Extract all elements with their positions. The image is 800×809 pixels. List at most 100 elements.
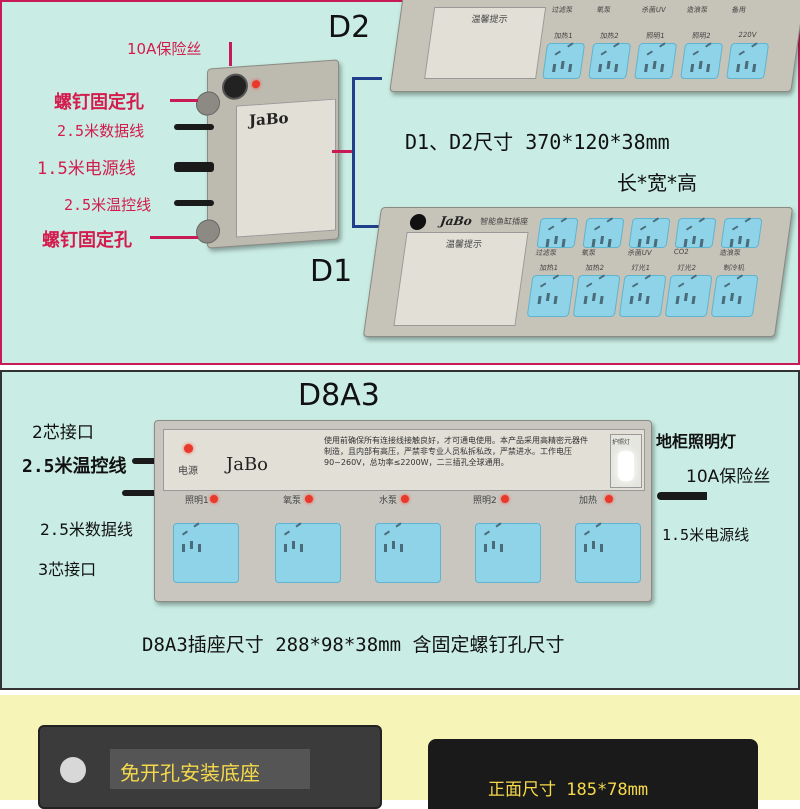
d1-brand: JaBo (439, 214, 473, 228)
d2-bottom-label-1: 加热1 (553, 32, 574, 40)
size-dims: 长*宽*高 (617, 171, 697, 195)
model-d1: D1 (310, 254, 353, 289)
d1-panel-title: 温馨提示 (445, 240, 483, 250)
d8a3-socket-5 (575, 523, 641, 583)
d2-top-label-2: 氧泵 (596, 6, 612, 14)
d2-device: 温馨提示 过滤泵 氧泵 杀菌UV 造浪泵 备用 加热1 加热2 照明1 照明2 … (389, 0, 800, 92)
power-led (252, 79, 260, 89)
socket-label-1: 照明1 (185, 496, 209, 506)
socket-led-3 (401, 495, 409, 503)
d1-bottom-label-5: 制冷机 (723, 264, 746, 272)
bracket-vertical (352, 77, 355, 227)
bracket-horizontal (332, 150, 354, 153)
d1-top-socket-1 (536, 218, 579, 248)
d1-device: JaBo 智能鱼缸插座 温馨提示 过滤泵 氧泵 杀菌UV CO2 造浪泵 加热1… (362, 207, 794, 337)
d2-socket-5 (726, 43, 770, 79)
cabinet-light: 护照灯 (610, 434, 642, 488)
d1-bottom-label-1: 加热1 (539, 264, 559, 272)
d8a3-socket-2 (275, 523, 341, 583)
d1-top-socket-2 (582, 218, 625, 248)
d2-top-label-4: 造浪泵 (686, 6, 709, 14)
d1-top-label-1: 过滤泵 (535, 249, 558, 257)
d1-bottom-label-4: 灯光2 (677, 264, 697, 272)
d8a3-size-text: D8A3插座尺寸 288*98*38mm 含固定螺钉孔尺寸 (142, 634, 565, 656)
data-cable-line (174, 124, 214, 130)
model-d8a3: D8A3 (298, 378, 380, 413)
power-label: 电源 (178, 466, 198, 477)
socket-led-1 (210, 495, 218, 503)
size-text-d1-d2: D1、D2尺寸 370*120*38mm (405, 130, 670, 154)
temp-cable-line (174, 200, 214, 206)
label-power-cable-mid: 1.5米电源线 (662, 526, 750, 544)
socket-led-4 (501, 495, 509, 503)
d2-top-label-5: 备用 (731, 6, 747, 14)
d8a3-device: 电源 JaBo 使用前确保所有连接线接触良好，才可通电使用。本产品采用高精密元器… (154, 420, 652, 602)
d1-bottom-label-2: 加热2 (585, 264, 605, 272)
power-led (184, 444, 193, 453)
base-label: 免开孔安装底座 (120, 761, 260, 785)
socket-label-3: 水泵 (379, 496, 398, 506)
d2-top-label-3: 杀菌UV (641, 6, 667, 14)
label-fuse: 10A保险丝 (127, 40, 202, 58)
top-section: JaBo 10A保险丝 螺钉固定孔 2.5米数据线 1.5米电源线 2.5米温控… (0, 0, 800, 365)
light-label: 护照灯 (612, 439, 631, 446)
d2-top-label-1: 过滤泵 (551, 6, 574, 14)
light-bulb (618, 451, 634, 481)
d1-top-label-3: 杀菌UV (627, 249, 653, 257)
base-label-bg (110, 749, 310, 789)
d1-socket-3 (618, 275, 667, 317)
label-screw-top: 螺钉固定孔 (54, 92, 144, 113)
d2-bottom-label-5: 220V (737, 31, 757, 39)
d1-socket-4 (664, 275, 713, 317)
front-device-photo (428, 739, 758, 809)
screw-hole-bottom (196, 218, 220, 245)
socket-led-2 (305, 495, 313, 503)
d8a3-brand: JaBo (226, 454, 269, 475)
d1-socket-5 (710, 275, 759, 317)
d1-bottom-label-3: 灯光1 (631, 264, 651, 272)
model-d2: D2 (328, 10, 371, 45)
screw-top-pointer (170, 99, 198, 102)
bottom-section: 免开孔安装底座 正面尺寸 185*78mm (0, 695, 800, 809)
d1-top-label-4: CO2 (673, 248, 690, 256)
d2-bottom-label-2: 加热2 (599, 32, 620, 40)
d8a3-top-panel: 电源 JaBo 使用前确保所有连接线接触良好，才可通电使用。本产品采用高精密元器… (163, 429, 645, 491)
d1-socket-1 (526, 275, 575, 317)
d1-socket-2 (572, 275, 621, 317)
socket-led-5 (605, 495, 613, 503)
screw-hole-top (196, 90, 220, 117)
label-data-cable: 2.5米数据线 (57, 122, 145, 140)
bracket-top-arrow (352, 77, 382, 80)
d2-bottom-label-3: 照明1 (645, 32, 666, 40)
notice-text: 使用前确保所有连接线接触良好，才可通电使用。本产品采用高精密元器件制造，且内部有… (324, 436, 588, 467)
d1-power-knob (408, 214, 428, 230)
label-temp-cable: 2.5米温控线 (64, 196, 152, 214)
d8a3-socket-1 (173, 523, 239, 583)
d2-socket-1 (542, 43, 586, 79)
side-view-device: JaBo (196, 59, 339, 249)
bracket-bottom-arrow (352, 225, 382, 228)
d1-top-socket-3 (628, 218, 671, 248)
label-fuse-mid: 10A保险丝 (686, 467, 771, 487)
fuse-pointer (229, 42, 232, 66)
power-cable-line (174, 162, 214, 172)
d8a3-socket-3 (375, 523, 441, 583)
d2-socket-2 (588, 43, 632, 79)
d8a3-socket-4 (475, 523, 541, 583)
side-panel: JaBo (236, 98, 336, 238)
d1-top-label-2: 氧泵 (581, 249, 597, 257)
brand-text: JaBo (249, 108, 289, 130)
d2-panel-title: 温馨提示 (470, 15, 509, 25)
socket-label-2: 氧泵 (283, 496, 302, 506)
label-3pin: 3芯接口 (38, 560, 97, 579)
base-hole (60, 757, 86, 783)
d1-sub-brand: 智能鱼缸插座 (479, 217, 529, 226)
temp-cable-mid (132, 458, 160, 464)
middle-section: D8A3 2芯接口 2.5米温控线 2.5米数据线 3芯接口 地柜照明灯 10A… (0, 370, 800, 690)
label-data-cable-mid: 2.5米数据线 (40, 520, 133, 539)
d1-top-socket-5 (720, 218, 763, 248)
screw-bottom-pointer (150, 236, 198, 239)
d1-top-label-5: 造浪泵 (719, 249, 742, 257)
socket-label-4: 照明2 (473, 496, 497, 506)
d2-bottom-label-4: 照明2 (691, 32, 712, 40)
